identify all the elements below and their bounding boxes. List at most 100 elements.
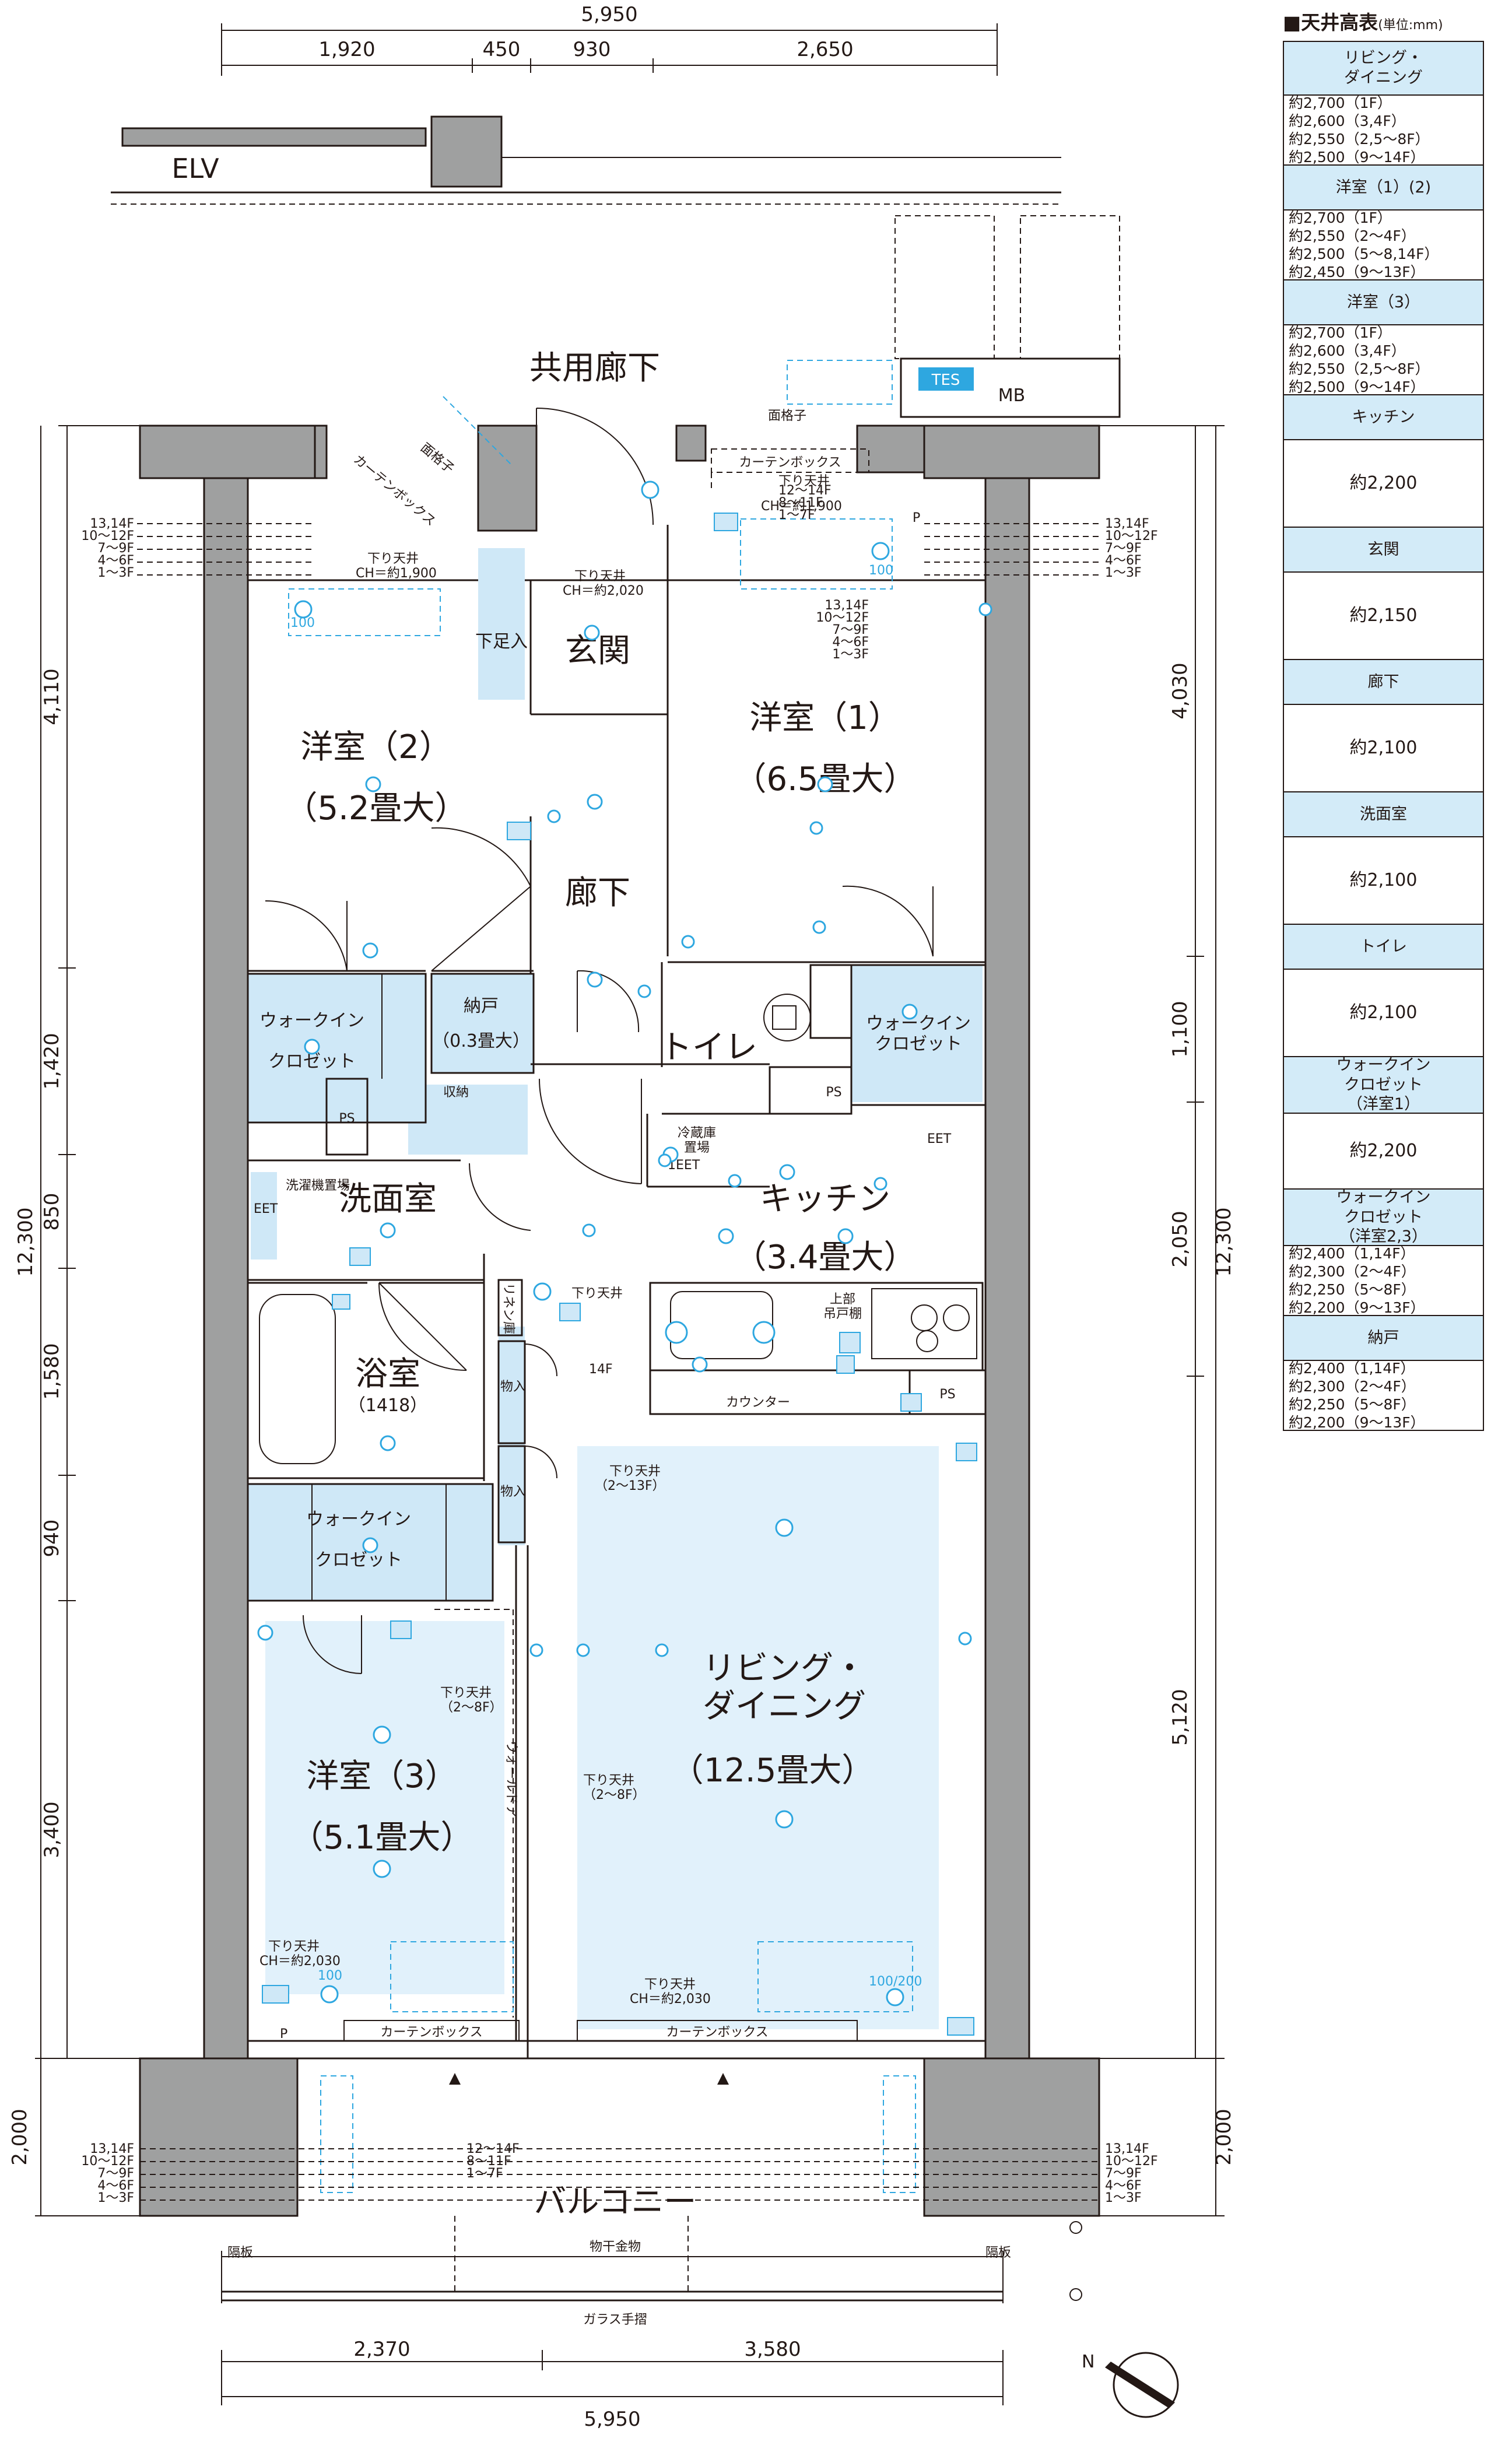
row-value-washroom: 約2,100 bbox=[1283, 837, 1484, 925]
floor-notes-bottom: 13,14F 10～12F 7～9F 4～6F 1～3F 13,14F 10～1… bbox=[81, 483, 1157, 2205]
dim-bottom-total: 5,950 bbox=[584, 2408, 640, 2431]
floor-note: 13,14F bbox=[90, 517, 134, 531]
interior-walls bbox=[247, 525, 987, 2058]
curtain-box-bottom-left-label: カーテンボックス bbox=[380, 2025, 482, 2040]
floor-note: 1～3F bbox=[97, 2191, 134, 2205]
compass-north-icon: N bbox=[1082, 2352, 1094, 2372]
tes-label: TES bbox=[931, 371, 960, 389]
floor-note: 13,14F bbox=[825, 598, 869, 613]
floor-note: 4～6F bbox=[97, 553, 134, 568]
intercom-icon bbox=[533, 1282, 552, 1301]
partition-right-label: 隔板 bbox=[985, 2246, 1011, 2260]
ceiling-cl-icon bbox=[320, 1985, 339, 2004]
floor-note: 13,14F bbox=[1105, 517, 1149, 531]
common-corridor-label: 共用廊下 bbox=[529, 349, 660, 387]
ceiling-light-icon bbox=[587, 794, 603, 810]
drop-ceiling-6: 下り天井 bbox=[583, 1773, 634, 1788]
curtain-box-top-label: カーテンボックス bbox=[739, 455, 841, 470]
ceiling-light-icon bbox=[775, 1810, 794, 1829]
floor-note: 7～9F bbox=[832, 623, 869, 637]
elv-label: ELV bbox=[171, 153, 219, 184]
floor-note: 12～14F bbox=[466, 2142, 520, 2156]
downlight-icon bbox=[681, 935, 695, 949]
upper-cabinet-label-1: 上部 bbox=[830, 1292, 855, 1307]
elevator-area: ELV 共用廊下 bbox=[111, 115, 1061, 387]
floor-note: 10～12F bbox=[81, 529, 134, 543]
floor-note: 1～7F bbox=[778, 508, 815, 522]
floor-plan: 5,950 1,920 450 930 2,650 ELV 共用廊下 TES M… bbox=[8, 3, 1236, 2431]
dim-left-3: 850 bbox=[40, 1193, 64, 1231]
row-header-western3: 洋室（3） bbox=[1283, 280, 1484, 325]
ceiling-light-icon bbox=[365, 776, 381, 792]
ceiling-dashes bbox=[288, 360, 916, 2193]
drying-hardware-label: 物干金物 bbox=[590, 2240, 641, 2254]
wall-door-label: ウォールドア bbox=[504, 1741, 518, 1818]
floor-note: 4～6F bbox=[1105, 2179, 1142, 2193]
drop-ceiling-1: 下り天井 bbox=[367, 552, 419, 566]
ceiling-height-table: ■天井高表(単位:mm) リビング・ ダイニング 約2,700（1F） 約2,6… bbox=[1283, 0, 1484, 1431]
counter-label: カウンター bbox=[726, 1395, 790, 1410]
ceiling-light-icon bbox=[373, 1860, 391, 1878]
partition-label: 隔板 bbox=[227, 2246, 253, 2260]
room-bath-size: （1418） bbox=[348, 1395, 427, 1416]
exterior-walls bbox=[139, 425, 1100, 2217]
floor-note: 1～3F bbox=[1105, 2191, 1142, 2205]
linen-label: リネン庫 bbox=[501, 1283, 515, 1334]
row-header-toilet: トイレ bbox=[1283, 925, 1484, 970]
ceiling-light-icon bbox=[587, 971, 603, 988]
drain-icon bbox=[1069, 2288, 1082, 2301]
row-value-western12: 約2,700（1F） 約2,550（2～4F） 約2,500（5～8,14F） … bbox=[1283, 209, 1484, 280]
drop-ceiling-2: 下り天井 bbox=[574, 569, 626, 584]
eet-right-label: EET bbox=[927, 1132, 952, 1146]
ceiling-light-icons bbox=[257, 480, 1082, 2301]
balcony: バルコニー 物干金物 ガラス手摺 隔板 隔板 bbox=[140, 2057, 1099, 2327]
floor-notes-right-top: 13,14F 10～12F 7～9F 4～6F 1～3F bbox=[924, 517, 1158, 580]
cl-100-c: 100 bbox=[318, 1969, 342, 1983]
row-header-kitchen: キッチン bbox=[1283, 395, 1484, 440]
downlight-icon bbox=[812, 920, 826, 934]
floor-note: 8～11F bbox=[466, 2154, 511, 2169]
ps2-label: PS bbox=[826, 1085, 841, 1100]
downlight-icon bbox=[655, 1643, 669, 1657]
row-header-wic23: ウォークイン クロゼット （洋室2,3） bbox=[1283, 1188, 1484, 1246]
dim-bottom-2: 3,580 bbox=[744, 2338, 801, 2361]
left-dimensions: 4,110 1,420 850 1,580 940 3,400 2,000 12… bbox=[8, 425, 140, 2216]
floor-note: 13,14F bbox=[1105, 2142, 1149, 2156]
floor-note: 10～12F bbox=[1105, 2154, 1158, 2169]
downlight-icon bbox=[978, 602, 992, 616]
wic-right-line1: ウォークイン bbox=[866, 1013, 971, 1034]
room-storage: 納戸 bbox=[464, 996, 499, 1016]
room-living-size: （12.5畳大） bbox=[671, 1752, 875, 1790]
row-header-western12: 洋室（1）(2) bbox=[1283, 166, 1484, 211]
row-value-wic1: 約2,200 bbox=[1283, 1114, 1484, 1190]
floor-14f-label: 14F bbox=[589, 1362, 613, 1377]
floor-note: 13,14F bbox=[90, 2142, 134, 2156]
dim-left-2: 1,420 bbox=[40, 1033, 64, 1089]
dim-left-5: 940 bbox=[40, 1520, 64, 1557]
fridge-label-2: 置場 bbox=[684, 1141, 710, 1155]
drop-ceiling-1-ch: CH＝約1,900 bbox=[356, 566, 437, 581]
dim-right-3: 2,050 bbox=[1169, 1211, 1192, 1267]
drop-ceiling-4-floors: （2～13F） bbox=[595, 1479, 665, 1493]
storage-box-label: 収納 bbox=[443, 1085, 469, 1100]
room-entrance: 玄関 bbox=[565, 632, 630, 670]
ceiling-cl-icon bbox=[871, 542, 890, 560]
wic-left-line2: クロゼット bbox=[268, 1051, 356, 1072]
row-value-entrance: 約2,150 bbox=[1283, 573, 1484, 660]
room-bath: 浴室 bbox=[355, 1355, 420, 1393]
dim-left-total: 12,300 bbox=[14, 1208, 37, 1277]
floor-note: 10～12F bbox=[81, 2154, 134, 2169]
wic-bottom-line1: ウォークイン bbox=[306, 1509, 411, 1530]
floor-note: 7～9F bbox=[97, 2166, 134, 2181]
glass-rail-label: ガラス手摺 bbox=[583, 2313, 647, 2327]
row-header-entrance: 玄関 bbox=[1283, 528, 1484, 573]
dim-top-4: 2,650 bbox=[797, 38, 853, 61]
intercom-icon bbox=[641, 480, 659, 499]
ceiling-light-icon bbox=[362, 1537, 378, 1553]
p-bottom-label: P bbox=[280, 2027, 287, 2041]
downlight-icon bbox=[809, 821, 823, 835]
eet-left-label: EET bbox=[254, 1202, 278, 1216]
dim-right-5: 2,000 bbox=[1212, 2109, 1236, 2165]
floor-note: 1～7F bbox=[466, 2166, 503, 2181]
bottom-dimensions: 2,370 3,580 5,950 bbox=[221, 2338, 1004, 2431]
